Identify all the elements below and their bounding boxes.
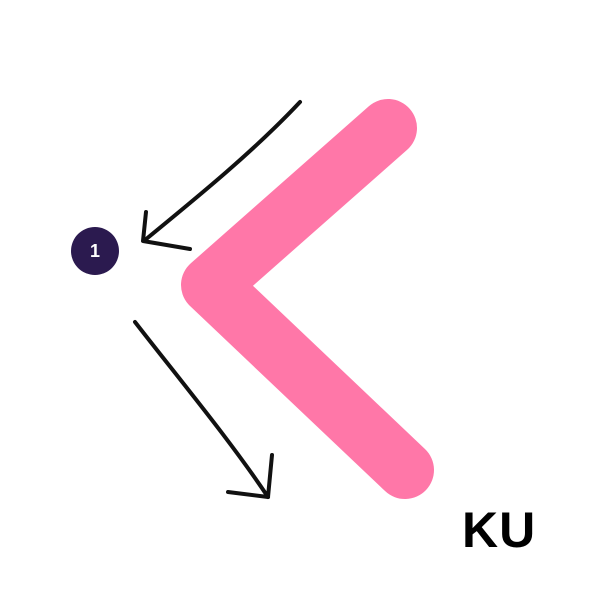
- stroke-direction-arrow-upper: [141, 100, 302, 251]
- stroke-direction-arrow-lower: [133, 320, 274, 499]
- romaji-label: KU: [462, 502, 537, 558]
- stroke-number: 1: [89, 241, 100, 261]
- stroke-number-badge: 1: [71, 227, 119, 275]
- kana-stroke: [181, 99, 434, 499]
